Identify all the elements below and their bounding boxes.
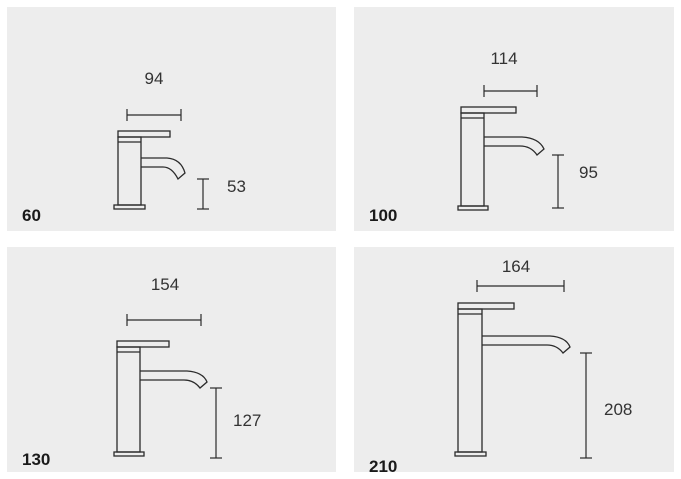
width-dimension-label: 114 bbox=[490, 49, 518, 68]
tap-base bbox=[457, 205, 489, 211]
tap-body bbox=[457, 308, 483, 453]
tap-60-drawing bbox=[113, 109, 209, 210]
model-label: 60 bbox=[22, 206, 41, 225]
model-label: 100 bbox=[369, 206, 398, 225]
tap-lever bbox=[117, 130, 171, 138]
tap-spout bbox=[141, 157, 186, 181]
tap-body bbox=[117, 136, 142, 206]
width-dimension-label: 164 bbox=[501, 257, 531, 276]
tap-lever bbox=[457, 302, 515, 310]
panel-tap-210: 164 208 210 bbox=[354, 247, 674, 476]
panel-tap-60: 94 53 60 bbox=[7, 7, 336, 231]
tap-lever bbox=[460, 106, 517, 114]
width-dimension-label: 154 bbox=[150, 275, 180, 294]
tap-130-drawing bbox=[113, 314, 222, 459]
tap-spout bbox=[482, 335, 571, 354]
height-dimension-label: 127 bbox=[233, 411, 262, 430]
tap-body bbox=[460, 112, 485, 207]
tap-base bbox=[113, 204, 146, 210]
tap-lever bbox=[116, 340, 170, 348]
height-dimension-label: 208 bbox=[604, 400, 633, 419]
tap-spout bbox=[140, 370, 208, 389]
tap-base bbox=[454, 451, 487, 457]
height-dimension-label: 95 bbox=[579, 163, 598, 182]
panel-tap-130: 154 127 130 bbox=[7, 247, 336, 472]
tap-spout bbox=[484, 136, 545, 156]
tap-210-drawing bbox=[454, 280, 592, 459]
width-dimension-label: 94 bbox=[144, 69, 164, 88]
tap-100-drawing bbox=[457, 85, 564, 211]
height-dimension-label: 53 bbox=[227, 177, 246, 196]
model-label: 130 bbox=[22, 450, 51, 469]
tap-body bbox=[116, 346, 141, 453]
model-label: 210 bbox=[369, 457, 398, 476]
tap-base bbox=[113, 451, 145, 457]
panel-tap-100: 114 95 100 bbox=[354, 7, 674, 231]
